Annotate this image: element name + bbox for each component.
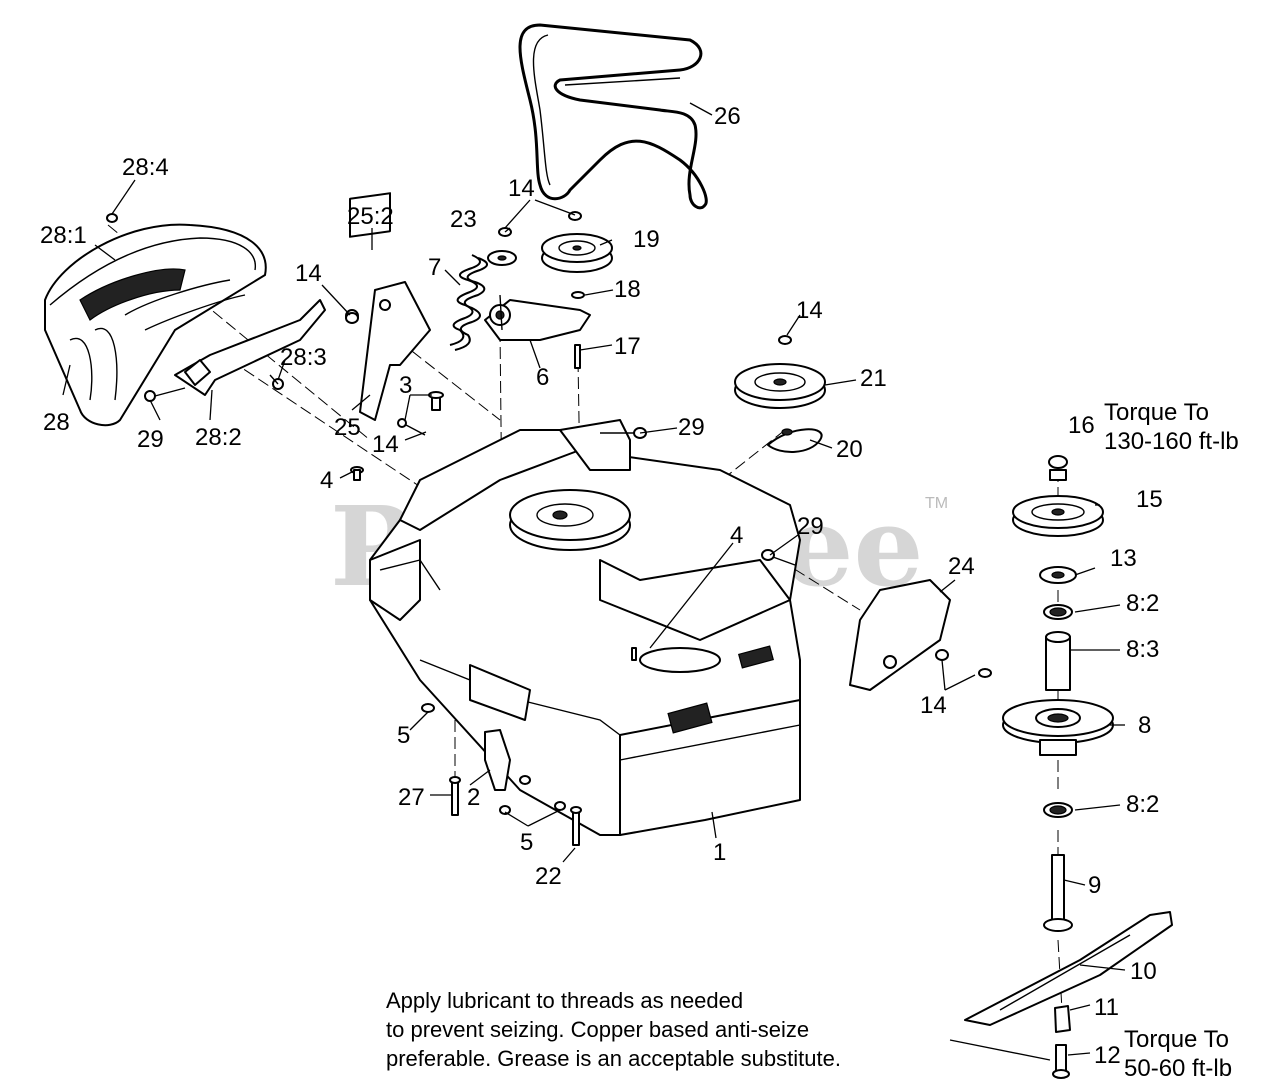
- idler-pulley-part: [487, 233, 613, 369]
- right-shield-part: [849, 579, 951, 691]
- callout-2: 2: [467, 784, 480, 811]
- callout-8: 8: [1138, 712, 1151, 739]
- callout-6: 6: [536, 364, 549, 391]
- spindle-pulley-21: [734, 363, 826, 453]
- callout-20: 20: [836, 436, 863, 463]
- callout-28-2: 28:2: [195, 424, 242, 451]
- callout-12: 12: [1094, 1042, 1121, 1069]
- decal-part: [349, 192, 391, 238]
- cover-bracket-part: [144, 299, 326, 402]
- callout-4-left: 4: [320, 467, 333, 494]
- callout-27: 27: [398, 784, 425, 811]
- callout-25-2: 25:2: [347, 203, 394, 230]
- callout-29-right: 29: [797, 513, 824, 540]
- watermark-tm: TM: [925, 495, 948, 512]
- belt-cover-part: [44, 223, 267, 427]
- torque-top-line2: 130-160 ft-lb: [1104, 428, 1239, 455]
- callout-10: 10: [1130, 958, 1157, 985]
- callout-29-mid: 29: [678, 414, 705, 441]
- callout-14-right: 14: [920, 692, 947, 719]
- lubricant-note: Apply lubricant to threads as needed to …: [386, 988, 841, 1071]
- callout-18: 18: [614, 276, 641, 303]
- callout-22: 22: [535, 863, 562, 890]
- callout-24: 24: [948, 553, 975, 580]
- lubricant-note-line2: to prevent seizing. Copper based anti-se…: [386, 1017, 809, 1042]
- leader-lines: [62, 102, 1126, 1061]
- callout-1: 1: [713, 839, 726, 866]
- callout-14-right-pulley: 14: [796, 297, 823, 324]
- torque-notes: Torque To 130-160 ft-lb Torque To 50-60 …: [1104, 399, 1239, 1082]
- callout-19: 19: [633, 226, 660, 253]
- callout-8-3: 8:3: [1126, 636, 1159, 663]
- callout-29-left: 29: [137, 426, 164, 453]
- lubricant-note-line1: Apply lubricant to threads as needed: [386, 988, 743, 1013]
- idler-arm-part: [484, 294, 591, 341]
- spindle-assembly-part: [1002, 469, 1114, 932]
- mower-deck-part: [369, 419, 801, 836]
- callout-13: 13: [1110, 545, 1137, 572]
- callout-14-mid: 14: [372, 431, 399, 458]
- callout-7: 7: [428, 254, 441, 281]
- callout-28-3: 28:3: [280, 344, 327, 371]
- callout-8-2-upper: 8:2: [1126, 590, 1159, 617]
- callout-8-2-lower: 8:2: [1126, 791, 1159, 818]
- callout-26: 26: [714, 103, 741, 130]
- callout-14-left: 14: [295, 260, 322, 287]
- callout-28-4: 28:4: [122, 154, 169, 181]
- left-shield-part: [345, 281, 431, 421]
- callout-4-right: 4: [730, 522, 743, 549]
- callout-9: 9: [1088, 872, 1101, 899]
- callout-3: 3: [399, 372, 412, 399]
- callout-11: 11: [1094, 994, 1119, 1021]
- callout-21: 21: [860, 365, 887, 392]
- callout-23: 23: [450, 206, 477, 233]
- torque-bottom-line1: Torque To: [1124, 1026, 1229, 1053]
- fasteners-part: [350, 391, 796, 846]
- callout-25: 25: [334, 414, 361, 441]
- callout-17: 17: [614, 333, 641, 360]
- callout-5-left: 5: [397, 722, 410, 749]
- callout-16: 16: [1068, 412, 1095, 439]
- torque-top-line1: Torque To: [1104, 399, 1209, 426]
- callout-5-bottom: 5: [520, 829, 533, 856]
- torque-bottom-line2: 50-60 ft-lb: [1124, 1055, 1232, 1082]
- spring-part: [449, 254, 488, 351]
- callout-15: 15: [1136, 486, 1163, 513]
- lubricant-note-line3: preferable. Grease is an acceptable subs…: [386, 1046, 841, 1071]
- callout-28-1: 28:1: [40, 222, 87, 249]
- callout-28: 28: [43, 409, 70, 436]
- belt-part: [518, 23, 708, 210]
- blade-part: [964, 911, 1173, 1079]
- callout-14-top: 14: [508, 175, 535, 202]
- callout-labels: 28:4 28:1 28 29 28:2 28:3 14 25:2 25 3 1…: [40, 103, 1163, 1069]
